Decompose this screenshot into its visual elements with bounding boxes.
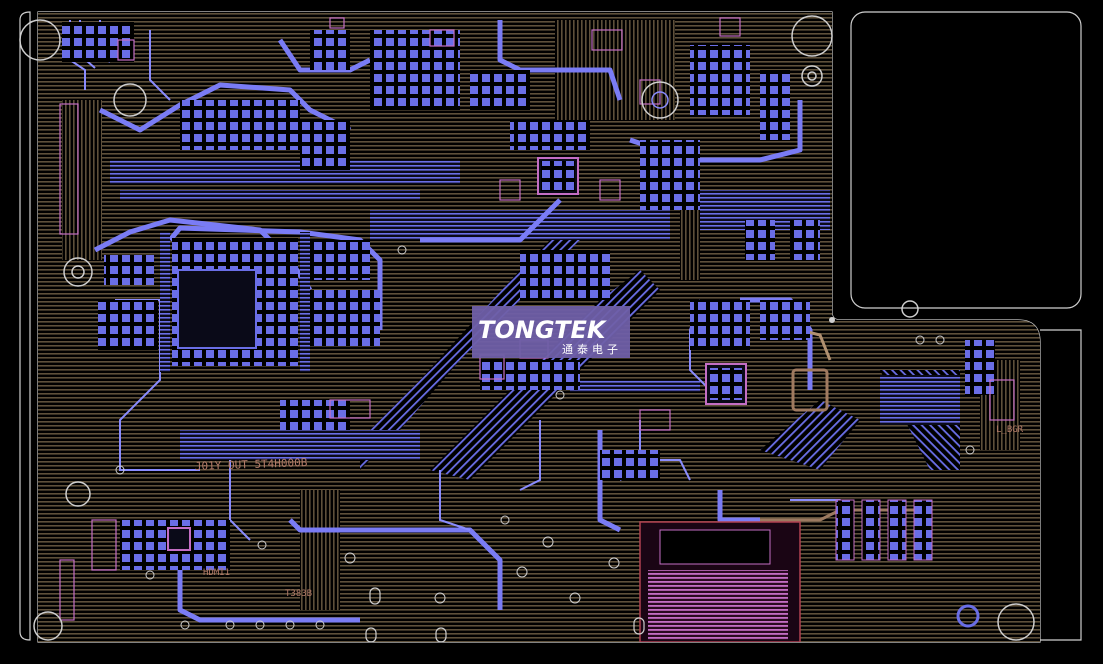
vias	[115, 245, 975, 630]
shield-frame	[791, 368, 829, 412]
logo-subtitle: 通泰电子	[562, 342, 622, 356]
silk-center-label: J01Y OUT 5T4H000B	[195, 456, 308, 473]
analog-trace	[760, 508, 930, 522]
led-resistor-array	[835, 499, 933, 561]
horizontal-buses	[110, 160, 960, 460]
bottom-left-ics	[120, 400, 350, 570]
logo-brand: TONGTEK	[478, 316, 608, 344]
silk-lower-left-label: HDMI1	[203, 568, 230, 578]
pmic-block	[98, 255, 158, 350]
main-soc	[160, 232, 310, 372]
mounting-holes	[19, 15, 1035, 641]
silk-bottom-label: T383B	[285, 589, 312, 599]
mounting-hole	[829, 317, 835, 323]
left-connector-region	[62, 22, 350, 170]
silkscreen: J01Y OUT 5T4H000B T383B HDMI1 L_BGR	[195, 425, 1024, 599]
memory-block	[310, 240, 380, 346]
smd-pads	[59, 17, 1015, 621]
right-ic-cluster	[480, 220, 820, 480]
top-center-ics	[370, 30, 790, 210]
oval-vias	[365, 587, 645, 642]
silk-right-label: L_BGR	[996, 425, 1024, 435]
hdmi-connector	[639, 521, 801, 642]
tongtek-logo: TONGTEK 通泰电子	[472, 306, 630, 358]
